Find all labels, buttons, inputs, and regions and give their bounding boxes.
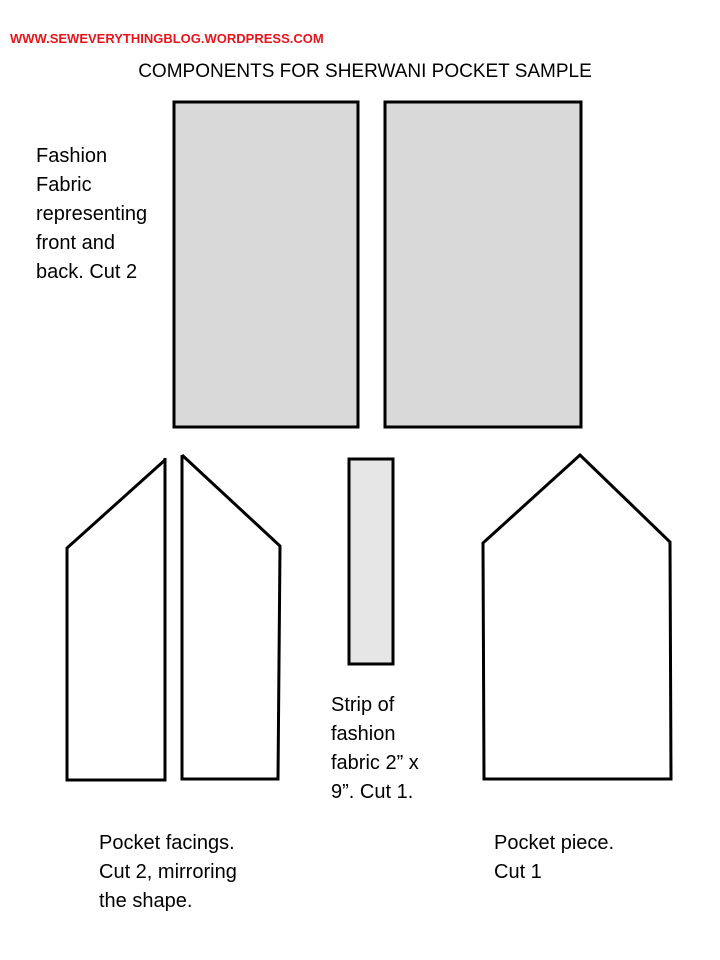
pocket-piece-label: Pocket piece. Cut 1	[494, 832, 615, 883]
fashion-fabric-back	[383, 100, 583, 429]
strip-label: Strip of fashion fabric 2” x 9”. Cut 1.	[331, 694, 419, 803]
pocket-facings-label: Pocket facings. Cut 2, mirroring the sha…	[99, 832, 237, 912]
page-title: COMPONENTS FOR SHERWANI POCKET SAMPLE	[138, 61, 592, 82]
fashion-fabric-front	[172, 100, 360, 429]
pocket-facing-right	[180, 453, 282, 781]
pocket-facing-left	[65, 458, 167, 782]
fabric-strip	[347, 457, 395, 666]
fashion-fabric-label: Fashion Fabric representing front and ba…	[36, 145, 148, 283]
pocket-piece	[481, 452, 673, 781]
blog-url: WWW.SEWEVERYTHINGBLOG.WORDPRESS.COM	[10, 31, 324, 46]
